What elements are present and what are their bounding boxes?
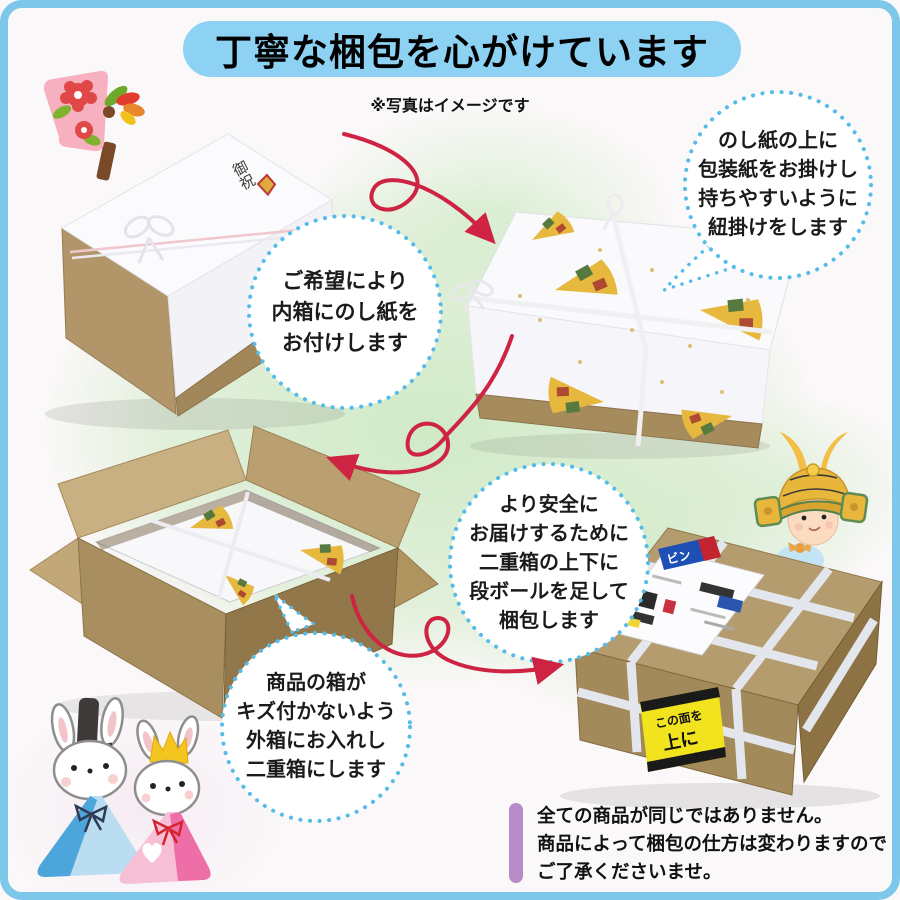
fragile-sticker-text: ビン [665,547,692,567]
footer-accent-bar [509,803,523,883]
this-side-up-sticker: この面を 上に ↑↑ [640,687,726,772]
svg-text:↑↑: ↑↑ [692,746,708,763]
footer-notice: 全ての商品が同じではありません。 商品によって梱包の仕方は変わりますので ご了承… [537,805,888,882]
photo-disclaimer-note: ※写真はイメージです [370,98,530,115]
photo-shipping-box: ビン この面を 上に ↑↑ [560,527,883,809]
bubble-circles [220,90,873,823]
noshi-emblem-icon [256,173,277,197]
arrow-step3 [350,594,565,685]
flow-arrows [326,132,565,685]
photo-noshi-box: 御祝 [45,133,345,430]
samurai-boy-illustration [753,432,869,576]
rabbit-hina-illustration [37,697,211,884]
hagoita-illustration [43,70,145,181]
bubble-wrapping: のし紙の上に 包装紙をお掛けし 持ちやすいように 紐掛けをします [698,130,858,239]
bubble-inner-noshi: ご希望により 内箱にのし紙を お付けします [271,269,419,355]
bubble-double-box: 商品の箱が キズ付かないよう 外箱にお入れし 二重箱にします [236,672,396,781]
page-title: 丁寧な梱包を心がけています [183,21,741,77]
arrow-step2 [326,334,514,482]
bubble-padding: より安全に お届けするために 二重箱の上下に 段ボールを足して 梱包します [469,493,629,632]
arrow-step1 [342,132,496,245]
